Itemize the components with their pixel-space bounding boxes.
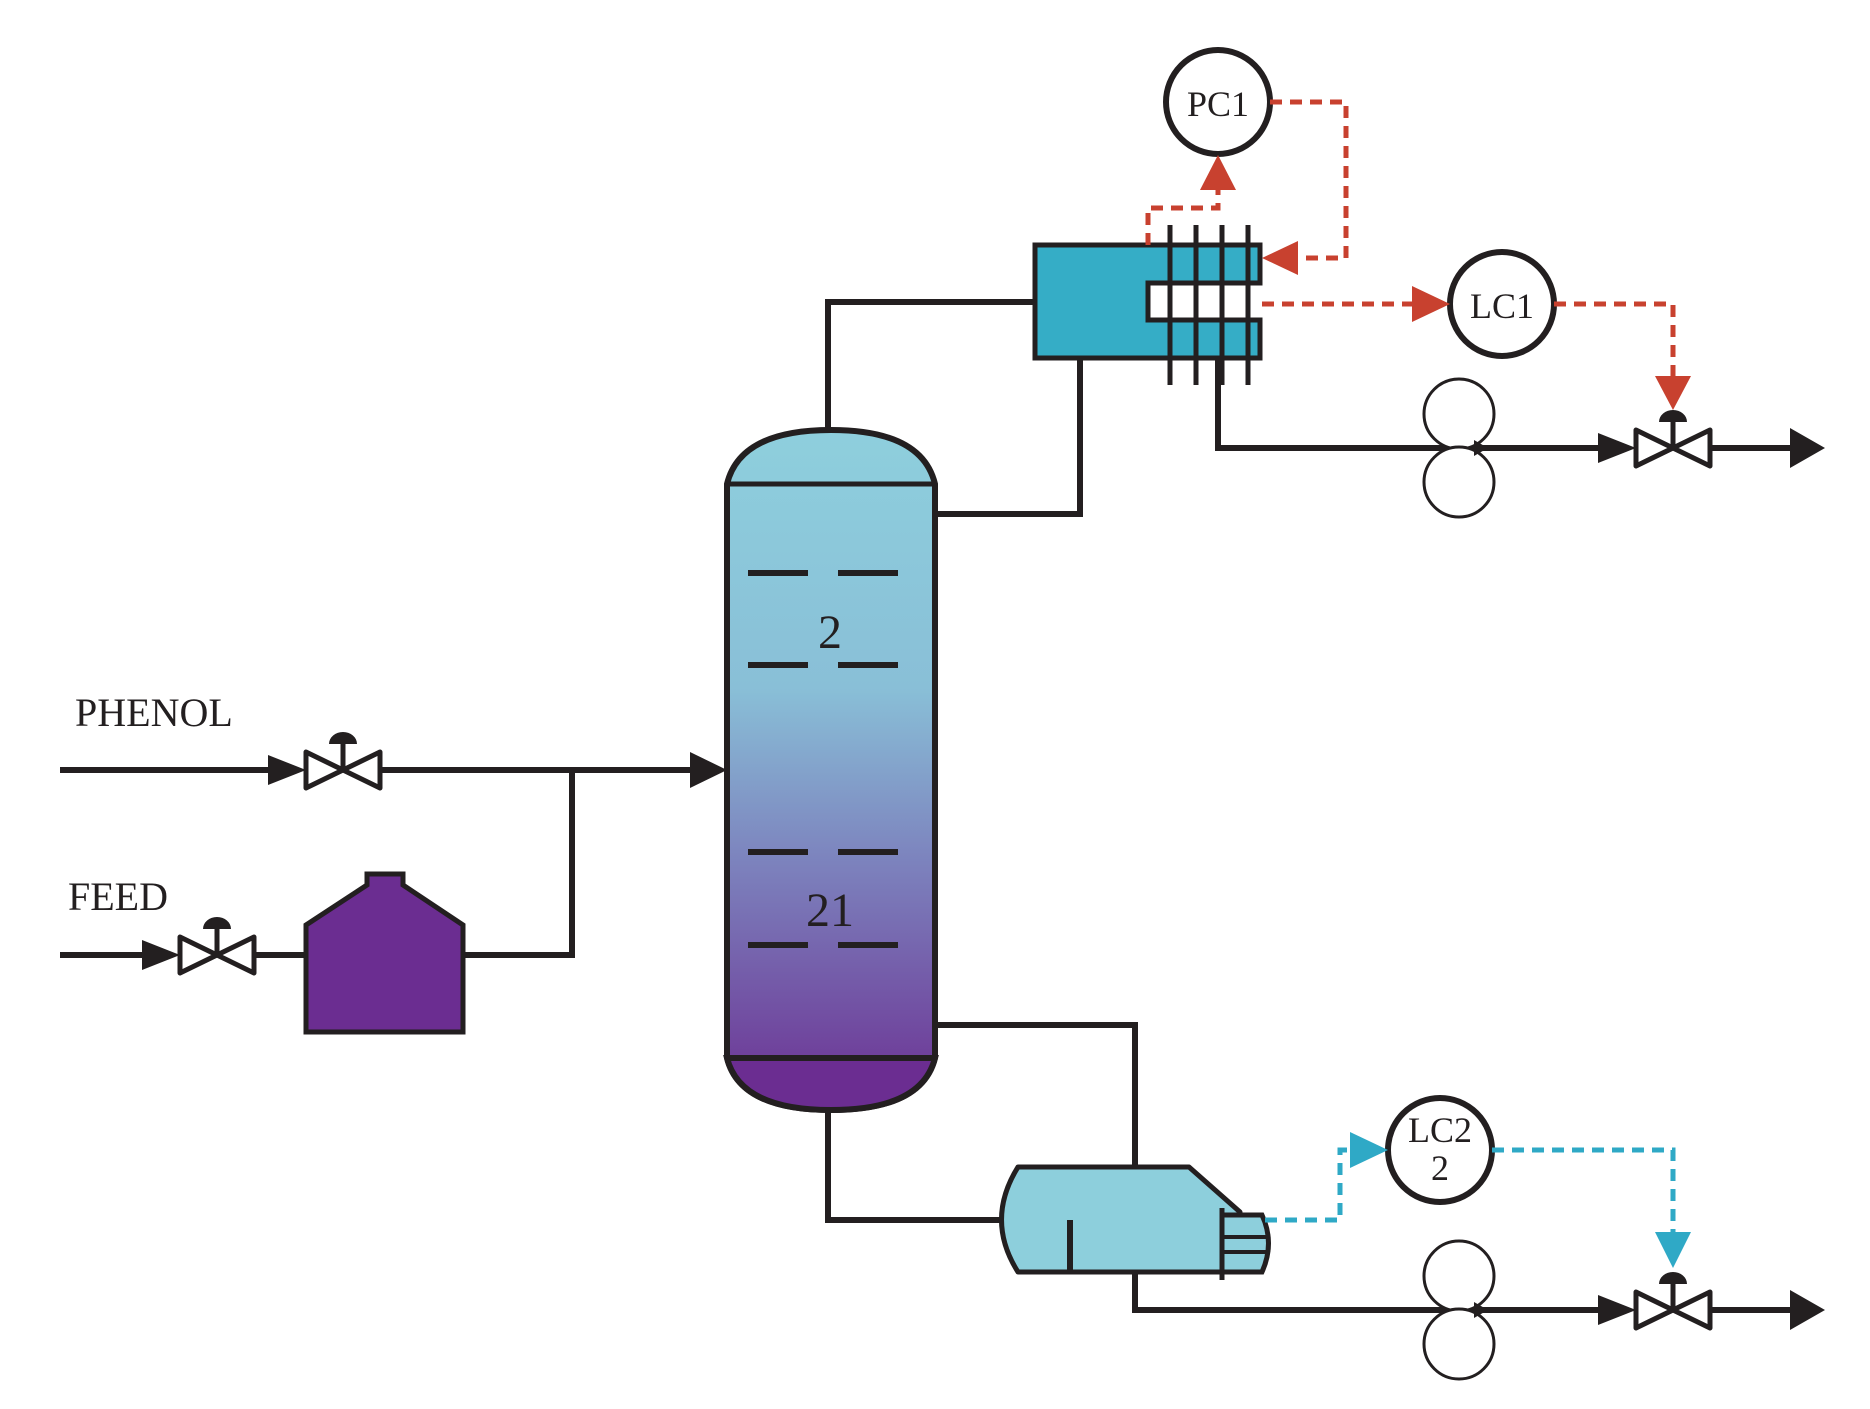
condenser [1032,225,1263,385]
lc1-label: LC1 [1470,286,1534,326]
reboiler-vapor-return [935,1022,1138,1165]
column-sump [723,1055,939,1114]
lc1-measurement-signal [1262,286,1450,322]
feed-stream-label: FEED [68,874,168,919]
distillate-control-valve[interactable] [1633,410,1713,469]
feed-line [60,770,575,970]
pc1-output-signal [1262,99,1349,275]
distillate-pump[interactable] [1422,377,1496,519]
lower-tray-label: 21 [806,884,854,937]
reflux-line [935,358,1083,517]
pc1-measurement-signal [1145,155,1236,245]
lc1-output-signal [1554,301,1691,410]
lc2-controller[interactable]: LC2 2 [1385,1095,1495,1205]
bottoms-control-valve[interactable] [1633,1272,1713,1331]
column-shell [724,426,938,1114]
feed-control-valve[interactable] [177,917,257,976]
upper-tray-label: 2 [818,606,842,659]
phenol-control-valve[interactable] [303,732,383,791]
distillate-line [1215,358,1825,468]
bottoms-pump[interactable] [1422,1239,1496,1381]
lc1-controller[interactable]: LC1 [1447,249,1557,359]
bottoms-product-line [1132,1272,1825,1330]
feed-vessel [303,871,466,1035]
reboiler [999,1164,1271,1280]
lc2-measurement-signal [1265,1132,1388,1223]
lc2-label-line1: LC2 [1408,1110,1472,1150]
pc1-controller[interactable]: PC1 [1163,47,1273,157]
distillation-column: 2 21 [723,426,939,1114]
pc1-label: PC1 [1187,84,1249,124]
tray-lines [748,570,898,948]
overhead-vapor-line [825,299,1035,430]
phenol-stream-label: PHENOL [75,690,233,735]
column-bottoms-line [825,1110,1008,1223]
lc2-label-line2: 2 [1431,1148,1449,1188]
phenol-line [60,752,727,788]
lc2-output-signal [1492,1147,1691,1268]
